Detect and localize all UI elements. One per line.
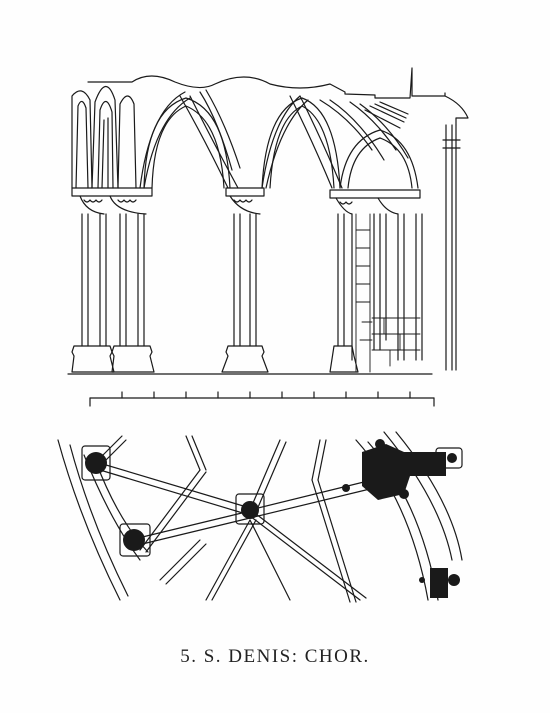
- column-capitals: [71, 187, 421, 215]
- column-bases: [71, 345, 359, 373]
- choir-elevation-drawing: [67, 67, 469, 407]
- scale-bar: [89, 391, 435, 407]
- plan-vault-ribs: [95, 435, 375, 603]
- plate-caption: 5. S. DENIS: CHOR.: [180, 646, 370, 667]
- column-shafts: [81, 124, 461, 371]
- vault-ribs: [139, 89, 409, 189]
- left-lancet-shafts: [71, 85, 137, 189]
- pointed-arches: [143, 97, 419, 189]
- masonry-wall: [355, 213, 421, 373]
- plan-pillar-sections: [85, 439, 460, 598]
